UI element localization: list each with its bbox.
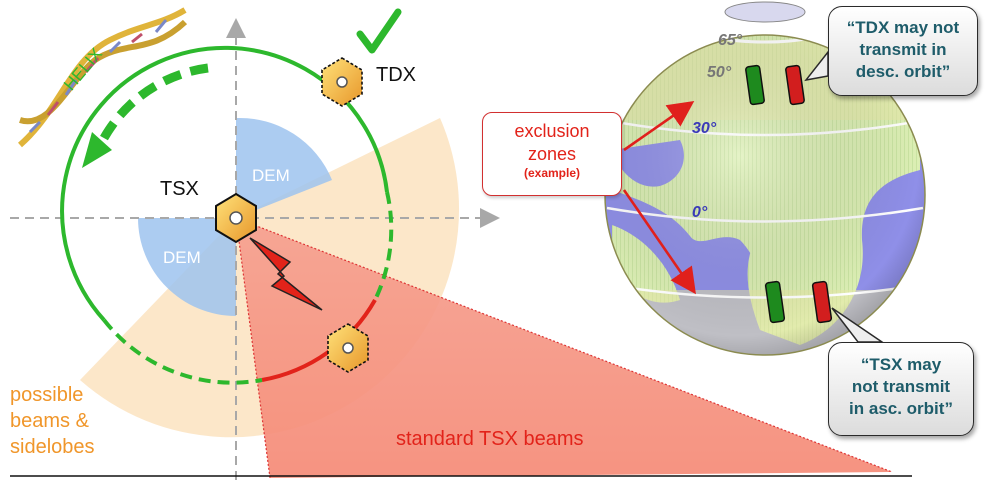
beam-dotted-edge-right (235, 217, 893, 473)
globe-pole-cap (724, 1, 806, 23)
helix-arrowhead (82, 132, 112, 168)
tdx-satellite-icon (321, 57, 363, 107)
tdx-callout-line-2: transmit in (859, 40, 947, 59)
helix-direction-arrow (93, 63, 209, 152)
tsx-callout-line-2: not transmit (851, 377, 951, 396)
tsx-satellite-icon (215, 192, 257, 244)
tsx-label: TSX (160, 178, 199, 200)
globe-satellites-top (745, 64, 805, 106)
orbit-dashed-arc-left (102, 318, 263, 385)
lightning-bolt-icon (249, 237, 323, 311)
tdx-label: TDX (376, 64, 416, 86)
exclusion-example: (example) (523, 166, 581, 180)
standard-beams-label: standard TSX beams (396, 428, 584, 450)
tsx-callout: “TSX may not transmit in asc. orbit” (828, 342, 974, 436)
standard-beams-triangle (236, 218, 892, 478)
possible-beams-label: possible beams & sidelobes (10, 382, 95, 460)
satellite-red-arc-icon (327, 323, 369, 373)
dem-upper-label: DEM (252, 166, 290, 185)
tsx-callout-line-1: “TSX may (860, 355, 942, 374)
latitude-0-label: 0° (692, 204, 708, 221)
exclusion-arrow-down (622, 189, 696, 295)
dna-helix-icon (18, 7, 188, 148)
possible-beams-line-2: beams & (10, 410, 89, 432)
exclusion-zones-line-2: zones (527, 144, 577, 164)
dem-upper-wedge (236, 117, 332, 218)
globe-satellites-bottom (764, 280, 833, 324)
latitude-65-label: 65° (718, 32, 743, 49)
tdx-callout-line-3: desc. orbit” (855, 62, 951, 81)
exclusion-zones-box: exclusion zones (example) (482, 112, 622, 196)
tdx-callout: “TDX may not transmit in desc. orbit” (828, 6, 978, 96)
possible-beams-line-3: sidelobes (10, 436, 95, 458)
dem-lower-label: DEM (163, 248, 201, 267)
orbit-green-arc (60, 45, 389, 322)
possible-beams-line-1: possible (10, 384, 84, 406)
dem-lower-wedge (138, 218, 236, 316)
orbit-dashed-arc-right (373, 191, 394, 301)
exclusion-zones-line-1: exclusion (514, 121, 590, 141)
check-mark-icon (356, 8, 402, 54)
exclusion-arrow-up (623, 101, 695, 152)
tsx-callout-line-3: in asc. orbit” (849, 399, 953, 418)
tdx-callout-line-1: “TDX may not (846, 18, 960, 37)
latitude-50-label: 50° (707, 64, 732, 81)
latitude-30-label: 30° (692, 120, 717, 137)
